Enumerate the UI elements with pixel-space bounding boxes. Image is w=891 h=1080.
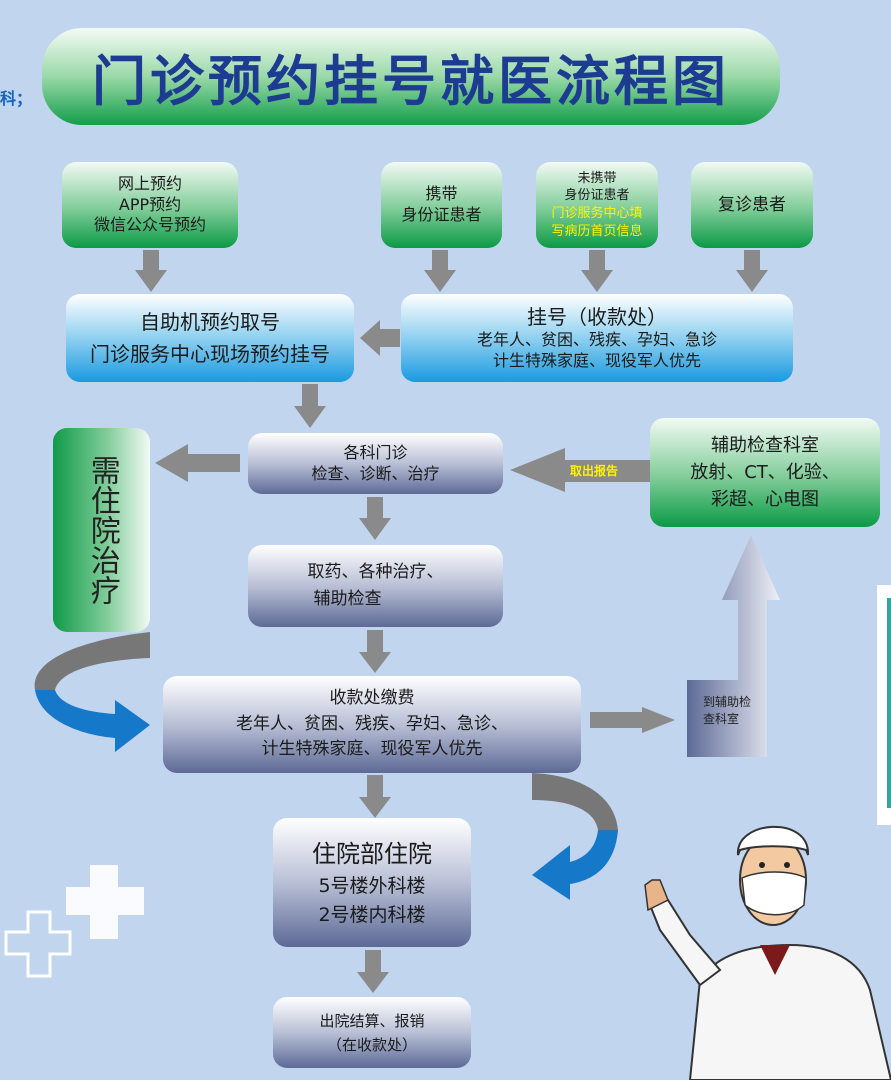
- box-line: 辅助检查科室: [711, 435, 819, 456]
- source-with-id: 携带 身份证患者: [381, 162, 502, 248]
- box-line: 放射、CT、化验、: [690, 462, 840, 483]
- source-return-patient: 复诊患者: [691, 162, 813, 248]
- source-online-booking: 网上预约 APP预约 微信公众号预约: [62, 162, 238, 248]
- doctor-illustration: [644, 825, 891, 1080]
- down-arrow: [581, 250, 613, 292]
- left-arrow: [360, 320, 400, 356]
- down-arrow: [294, 384, 326, 428]
- cross-decoration: [4, 910, 72, 978]
- box-line: 老年人、贫困、残疾、孕妇、急诊、: [236, 713, 508, 734]
- box-line: 各科门诊: [343, 442, 408, 462]
- page-title: 门诊预约挂号就医流程图: [42, 28, 780, 125]
- box-line: 辅助检查: [313, 589, 382, 609]
- box-line: （在收款处）: [326, 1035, 417, 1054]
- inpatient-needed-box: 需住院治疗: [53, 428, 150, 632]
- down-arrow: [736, 250, 768, 292]
- box-line: 自助机预约取号: [140, 310, 280, 334]
- highlight-line: 门诊服务中心填: [551, 206, 643, 221]
- box-line: 网上预约: [117, 173, 182, 193]
- up-arrow-to-aux: [687, 535, 780, 757]
- box-line: 携带: [425, 184, 458, 204]
- box-title: 收款处缴费: [329, 688, 415, 709]
- curve-arrow-right-blue: [532, 830, 618, 900]
- box-line: 未携带: [577, 170, 617, 186]
- box-line: 计生特殊家庭、现役军人优先: [261, 739, 483, 760]
- medicine-box: 取药、各种治疗、 辅助检查: [248, 545, 503, 627]
- aux-dept-box: 辅助检查科室 放射、CT、化验、 彩超、心电图: [650, 418, 880, 527]
- box-line: 微信公众号预约: [93, 215, 206, 235]
- box-line: 门诊服务中心现场预约挂号: [90, 342, 330, 366]
- curve-arrow-right: [532, 773, 618, 830]
- right-arrow: [590, 707, 675, 733]
- box-line: 彩超、心电图: [711, 489, 819, 510]
- box-line: 取药、各种治疗、: [307, 561, 444, 582]
- box-line: 检查、诊断、治疗: [311, 463, 440, 483]
- down-arrow: [359, 497, 391, 540]
- hospital-box: 住院部住院 5号楼外科楼 2号楼内科楼: [273, 818, 471, 947]
- box-line: APP预约: [118, 194, 182, 214]
- box-title: 挂号（收款处）: [527, 305, 667, 330]
- box-line: 身份证患者: [401, 205, 482, 224]
- box-line: 计生特殊家庭、现役军人优先: [492, 351, 701, 370]
- left-arrow: [155, 444, 240, 482]
- down-arrow: [135, 250, 167, 292]
- down-arrow: [424, 250, 456, 292]
- highlight-line: 写病历首页信息: [551, 223, 643, 239]
- box-line: 出院结算、报销: [319, 1011, 425, 1030]
- left-arrow: [510, 448, 650, 492]
- registration-box: 挂号（收款处） 老年人、贫困、残疾、孕妇、急诊 计生特殊家庭、现役军人优先: [401, 294, 793, 382]
- report-label: 取出报告: [570, 464, 619, 478]
- discharge-box: 出院结算、报销 （在收款处）: [273, 997, 471, 1068]
- cross-decoration: [66, 865, 144, 939]
- box-line: 复诊患者: [718, 194, 786, 215]
- self-service-box: 自助机预约取号 门诊服务中心现场预约挂号: [66, 294, 354, 382]
- box-title: 住院部住院: [312, 840, 432, 868]
- box-line: 5号楼外科楼: [318, 875, 426, 897]
- box-line: 身份证患者: [564, 188, 630, 204]
- box-line: 老年人、贫困、残疾、孕妇、急诊: [476, 330, 717, 350]
- curve-arrow-left: [34, 632, 150, 690]
- down-arrow: [357, 950, 389, 993]
- down-arrow: [359, 630, 391, 673]
- source-without-id: 未携带 身份证患者 门诊服务中心填 写病历首页信息: [536, 162, 658, 248]
- box-line: 2号楼内科楼: [318, 903, 426, 926]
- to-aux-label: 到辅助检查科室: [703, 695, 752, 726]
- left-fragment-text: 科；: [0, 89, 33, 108]
- down-arrow: [359, 775, 391, 818]
- clinic-box: 各科门诊 检查、诊断、治疗: [248, 433, 503, 494]
- payment-box: 收款处缴费 老年人、贫困、残疾、孕妇、急诊、 计生特殊家庭、现役军人优先: [163, 676, 581, 773]
- curve-arrow-left-blue: [35, 690, 150, 752]
